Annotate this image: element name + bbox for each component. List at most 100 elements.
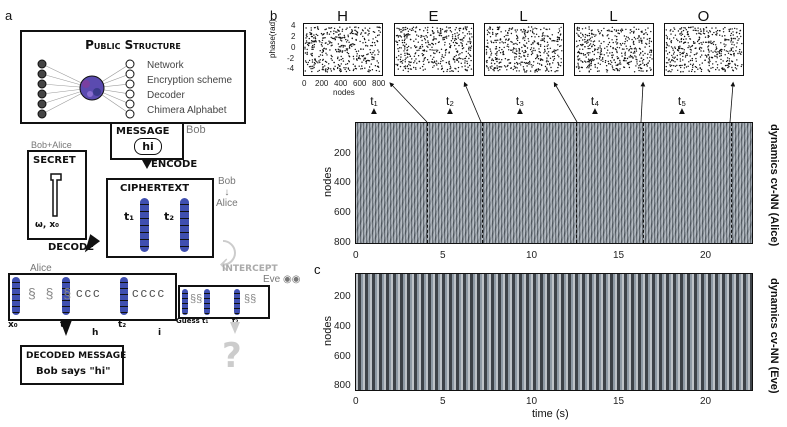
inset-ytick: 0 — [291, 43, 296, 52]
time-marker-label: t₁ — [370, 94, 378, 108]
alice-ytick: 400 — [334, 177, 351, 188]
scatter-inset-e — [394, 23, 474, 76]
alice-column — [12, 277, 20, 315]
scatter-inset-o — [664, 23, 744, 76]
key-icon — [50, 173, 62, 217]
inset-ytick: -2 — [287, 54, 295, 63]
eve-time-guess: Guess — [176, 317, 200, 325]
network-sketch — [37, 59, 135, 119]
inset-xtick: 600 — [353, 79, 367, 88]
bob-label: Bob — [217, 176, 236, 187]
squiggles: § § § — [28, 285, 75, 301]
bob-alice-label: Bob ↓ Alice — [216, 176, 238, 209]
time-marker-label: t₄ — [590, 94, 600, 108]
alice-decoder-box: § § § ccc cccc — [8, 273, 177, 321]
secret-owner-label: Bob+Alice — [31, 140, 72, 150]
eve-ytick: 800 — [334, 380, 351, 391]
alice-ytick: 200 — [334, 148, 351, 159]
alice-label: Alice — [30, 263, 52, 274]
eve-label: Eve ◉◉ — [263, 274, 300, 285]
message-box: MESSAGE hi — [110, 122, 184, 160]
message-content: hi — [134, 138, 162, 155]
letter-l: L — [519, 8, 529, 25]
time-marker-t4: t₄ ▲ — [585, 94, 605, 117]
alice-xtick: 20 — [700, 250, 712, 261]
alice-time-labels: x₀ t₁ h t₂ i — [8, 320, 173, 338]
eve-name: Eve — [263, 274, 281, 285]
eve-time-t1: t₁ — [202, 317, 209, 325]
alice-column — [62, 277, 70, 315]
heatmap-alice — [355, 122, 753, 244]
inset-xlabel: nodes — [333, 88, 355, 97]
alice-xtick: 10 — [526, 250, 538, 261]
time-label-h: h — [92, 328, 99, 338]
eve-column — [204, 289, 210, 315]
dashed-separator — [643, 123, 644, 243]
intercept-curve-icon: ⤸ — [219, 238, 237, 271]
time-marker-t3: t₃ ▲ — [510, 94, 530, 117]
time-label-t2: t₂ — [118, 320, 127, 330]
squiggles: §§ — [190, 293, 203, 305]
encode-label: ENCODE — [151, 159, 198, 170]
eve-down-arrow — [230, 322, 240, 334]
inset-xtick: 0 — [302, 79, 307, 88]
ciphertext-column-2 — [180, 198, 189, 252]
eve-ylabel: nodes — [322, 316, 334, 346]
eve-ytick: 200 — [334, 291, 351, 302]
eyes-icon: ◉◉ — [283, 274, 301, 285]
squiggles: cccc — [132, 285, 166, 300]
ciphertext-box: CIPHERTEXT t₁ t₂ — [106, 178, 214, 258]
panel-c-label: c — [314, 262, 321, 277]
dashed-separator — [576, 123, 577, 243]
scatter-inset-h — [303, 23, 383, 76]
structure-item: Network — [147, 60, 184, 71]
time-label-x0: x₀ — [8, 320, 18, 330]
alice-ytick: 600 — [334, 207, 351, 218]
structure-item: Encryption scheme — [147, 75, 233, 86]
scatter-inset-l1 — [484, 23, 564, 76]
eve-side-label: dynamics cv-NN (Eve) — [768, 278, 780, 394]
inset-ytick: -4 — [287, 64, 295, 73]
eve-decoder-box: §§ §§ — [178, 285, 270, 319]
down-arrow-icon: ↓ — [224, 187, 230, 198]
heatmap-eve — [355, 273, 753, 391]
decoded-content: Bob says "hi" — [36, 366, 111, 377]
intercept-label: INTERCEPT — [222, 264, 278, 274]
alice-label-2: Alice — [216, 198, 238, 209]
alice-xtick: 5 — [440, 250, 446, 261]
eve-time-t2: t₂ — [232, 317, 239, 325]
eve-xtick: 5 — [440, 396, 446, 407]
time-marker-t5: t₅ ▲ — [672, 94, 692, 117]
public-structure-box: Public Structure Network Encryption sche… — [20, 30, 246, 124]
structure-item: Decoder — [147, 90, 185, 101]
ciphertext-column-1 — [140, 198, 149, 252]
secret-title: SECRET — [33, 155, 76, 166]
time-marker-t2: t₂ ▲ — [440, 94, 460, 117]
squiggles: §§ — [244, 293, 257, 305]
eve-xtick: 10 — [526, 396, 538, 407]
up-arrow-icon: ▲ — [445, 106, 455, 117]
letter-l: L — [609, 8, 619, 25]
dashed-separator — [427, 123, 428, 243]
inset-ytick: 2 — [291, 32, 296, 41]
inset-xtick: 800 — [372, 79, 386, 88]
up-arrow-icon: ▲ — [515, 106, 525, 117]
public-structure-title: Public Structure — [85, 38, 181, 52]
panel-a-label: a — [5, 8, 13, 23]
panel-b-label: b — [270, 8, 278, 23]
decoded-arrow — [60, 320, 72, 336]
inset-xtick: 200 — [315, 79, 329, 88]
alice-ytick: 800 — [334, 237, 351, 248]
eve-xtick: 0 — [353, 396, 359, 407]
decoded-title: DECODED MESSAGE — [26, 351, 127, 361]
up-arrow-icon: ▲ — [369, 106, 379, 117]
ciphertext-t2: t₂ — [164, 210, 175, 223]
inset-ylabel: phase(rad) — [268, 19, 277, 58]
alice-ylabel: nodes — [322, 167, 334, 197]
alice-side-label: dynamics cv-NN (Alice) — [768, 124, 780, 247]
up-arrow-icon: ▲ — [677, 106, 687, 117]
eve-column — [182, 289, 188, 315]
alice-column — [120, 277, 128, 315]
public-structure-items: Network Encryption scheme Decoder Chimer… — [147, 58, 232, 118]
letter-o: O — [697, 8, 711, 25]
